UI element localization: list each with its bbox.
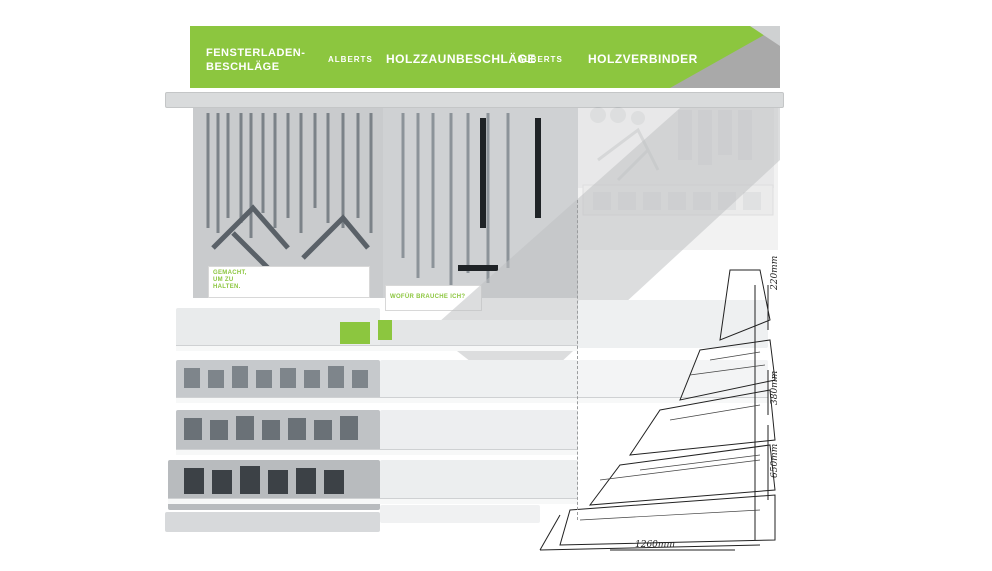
top-rail <box>165 92 784 108</box>
dim-label-1: 220mm <box>770 255 780 290</box>
dim-label-2: 380mm <box>770 370 780 405</box>
shelf-lip-1 <box>176 345 578 351</box>
shelf-mid-1 <box>380 320 578 348</box>
header-section-1: FENSTERLADEN- BESCHLÄGE <box>206 47 306 73</box>
brand-logo-2: ALBERTS <box>518 55 563 64</box>
header-band: FENSTERLADEN- BESCHLÄGE ALBERTS HOLZZAUN… <box>190 26 780 88</box>
promo-card-1-text: GEMACHT, UM ZU HALTEN. <box>213 270 247 290</box>
shelf-lip-4 <box>168 498 578 504</box>
shelf-mid-2 <box>380 360 578 400</box>
pencil-sketch <box>539 269 776 551</box>
shelf-mid-3 <box>380 410 578 452</box>
header-green <box>190 26 780 88</box>
hanging-products <box>206 113 541 288</box>
shelf-right-2 <box>578 360 768 400</box>
header-section-2: HOLZZAUNBESCHLÄGE <box>386 52 536 66</box>
shelf-mid-4 <box>380 460 578 500</box>
shelf-lip-3 <box>176 449 578 455</box>
shelf-right-1 <box>578 300 768 348</box>
shelf-accent-2 <box>378 320 392 340</box>
dim-label-width: 1260mm <box>635 540 675 550</box>
brand-logo-1: ALBERTS <box>328 55 373 64</box>
shelf-lip-2 <box>176 397 768 403</box>
header-gray-wedge <box>670 26 780 88</box>
shelf-products-left <box>184 366 368 494</box>
base-left <box>165 512 380 532</box>
base-mid <box>380 505 540 523</box>
section-divider <box>577 200 578 520</box>
shelf-accent-1 <box>340 322 370 344</box>
promo-card-2-text: WOFÜR BRAUCHE ICH? <box>390 294 466 300</box>
promo-card-1: GEMACHT, UM ZU HALTEN. <box>208 266 370 298</box>
dim-label-3: 650mm <box>770 443 780 478</box>
header-section-3: HOLZVERBINDER <box>588 52 698 66</box>
